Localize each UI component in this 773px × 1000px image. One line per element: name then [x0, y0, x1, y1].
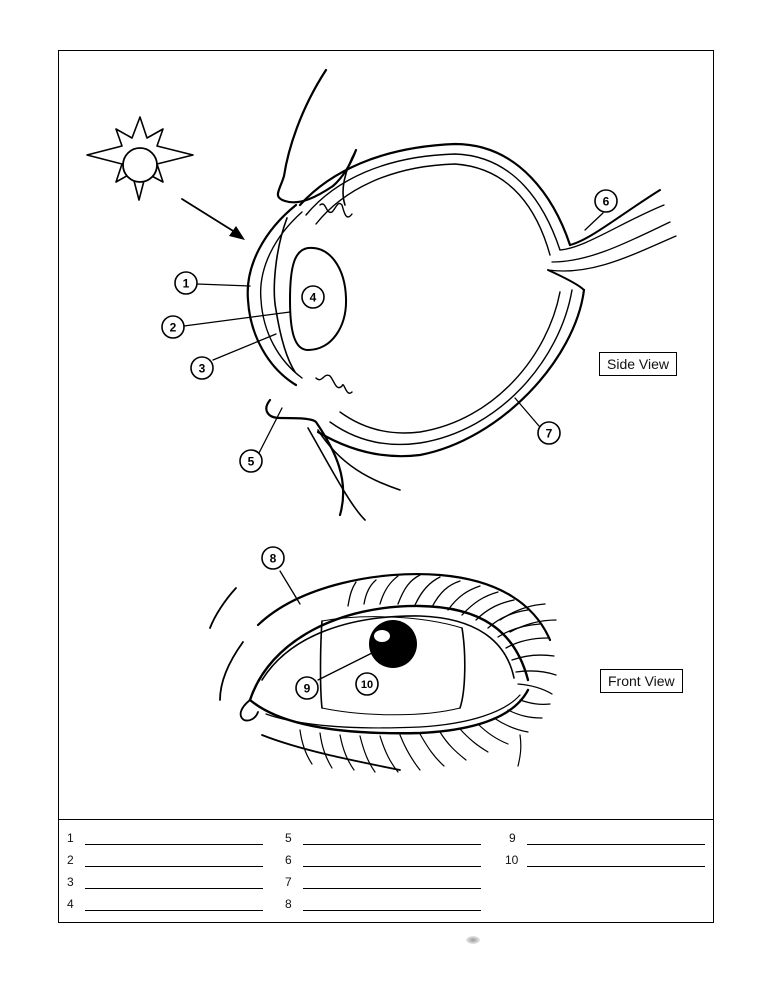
answer-row-7: 7: [285, 875, 481, 889]
callout-label: 4: [310, 291, 317, 305]
side-view-label: Side View: [599, 352, 678, 376]
callout-label: 7: [546, 427, 553, 441]
answer-line[interactable]: [303, 833, 481, 845]
answer-number: 10: [505, 853, 519, 867]
answer-row-5: 5: [285, 831, 481, 845]
callout-label: 1: [183, 277, 190, 291]
answer-number: 8: [285, 897, 292, 911]
callout-10: 10: [355, 672, 379, 696]
callout-label: 8: [270, 552, 277, 566]
answer-number: 2: [67, 853, 74, 867]
answer-line[interactable]: [527, 855, 705, 867]
callout-9: 9: [295, 676, 319, 700]
callout-4: 4: [301, 285, 325, 309]
callout-2: 2: [161, 315, 185, 339]
answer-number: 5: [285, 831, 292, 845]
front-view-label: Front View: [600, 669, 683, 693]
answer-area: 1 2 3 4 5 6 7 8 9 10: [59, 819, 713, 924]
answer-number: 9: [509, 831, 516, 845]
answer-line[interactable]: [85, 877, 263, 889]
callout-label: 3: [199, 362, 206, 376]
callout-label: 6: [603, 195, 610, 209]
worksheet-frame: 1 2 3 4 5 6 7 8 9 10: [58, 50, 714, 923]
answer-line[interactable]: [303, 877, 481, 889]
scan-mark: [466, 936, 480, 944]
answer-number: 1: [67, 831, 74, 845]
answer-line[interactable]: [85, 899, 263, 911]
answer-line[interactable]: [85, 855, 263, 867]
arrow-icon: [181, 198, 245, 240]
sun-icon: [86, 116, 194, 201]
answer-row-8: 8: [285, 897, 481, 911]
callout-label: 9: [304, 682, 311, 696]
callout-1: 1: [174, 271, 198, 295]
answer-number: 4: [67, 897, 74, 911]
callout-7: 7: [537, 421, 561, 445]
callout-8: 8: [261, 546, 285, 570]
answer-row-1: 1: [67, 831, 263, 845]
callout-label: 5: [248, 455, 255, 469]
answer-line[interactable]: [527, 833, 705, 845]
callout-6: 6: [594, 189, 618, 213]
answer-row-9: 9: [509, 831, 705, 845]
answer-number: 7: [285, 875, 292, 889]
answer-row-4: 4: [67, 897, 263, 911]
answer-number: 3: [67, 875, 74, 889]
eye-front-view: [209, 572, 557, 773]
answer-row-3: 3: [67, 875, 263, 889]
answer-line[interactable]: [303, 855, 481, 867]
answer-row-2: 2: [67, 853, 263, 867]
answer-line[interactable]: [85, 833, 263, 845]
callout-label: 2: [170, 321, 177, 335]
callout-3: 3: [190, 356, 214, 380]
answer-row-6: 6: [285, 853, 481, 867]
answer-number: 6: [285, 853, 292, 867]
callout-label: 10: [361, 679, 373, 691]
callout-5: 5: [239, 449, 263, 473]
answer-row-10: 10: [505, 853, 705, 867]
answer-line[interactable]: [303, 899, 481, 911]
